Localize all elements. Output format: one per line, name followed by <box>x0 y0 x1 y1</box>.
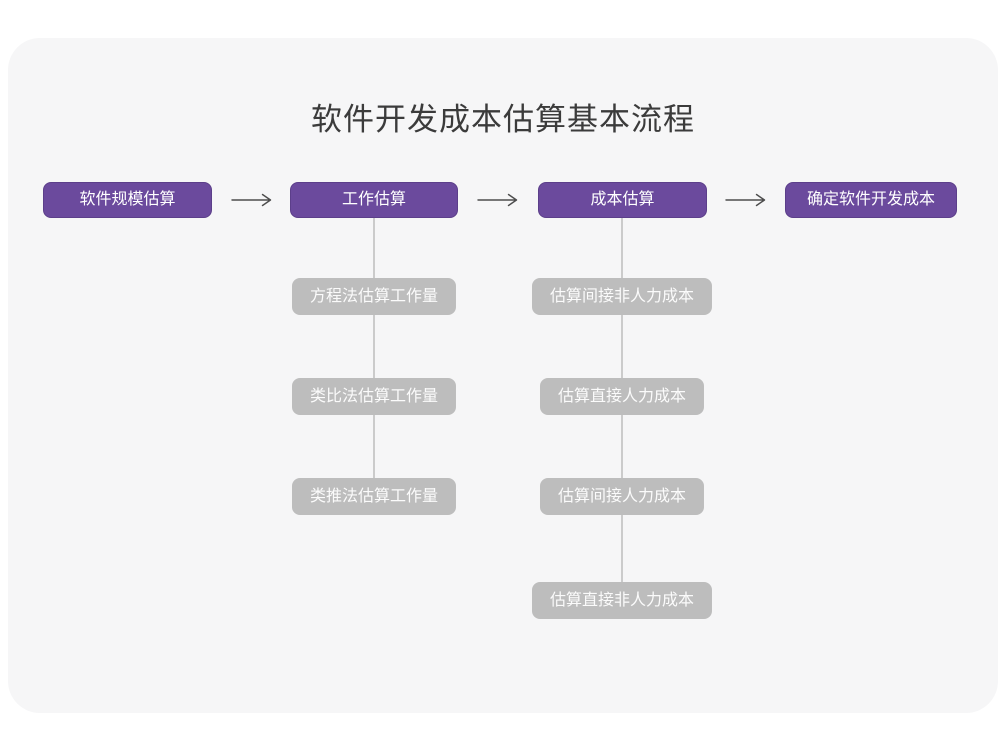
substep-node-extrapolation-method: 类推法估算工作量 <box>291 478 457 515</box>
stage-node-determine-software-dev-cost: 确定软件开发成本 <box>785 182 957 218</box>
substep-node-indirect-labor-cost: 估算间接人力成本 <box>539 478 705 515</box>
substep-node-analogy-method: 类比法估算工作量 <box>291 378 457 415</box>
flowchart-card: 软件开发成本估算基本流程 软件规模估算 工作估算 成本估算 确定软件开发成本 方… <box>8 38 998 713</box>
substep-node-equation-method: 方程法估算工作量 <box>291 278 457 315</box>
flow-arrow-right-icon <box>231 193 272 207</box>
stage-node-software-scale-estimation: 软件规模估算 <box>43 182 212 218</box>
substep-node-direct-labor-cost: 估算直接人力成本 <box>539 378 705 415</box>
substep-node-indirect-nonlabor-cost: 估算间接非人力成本 <box>531 278 713 315</box>
flow-arrow-right-icon <box>725 193 766 207</box>
stage-node-cost-estimation: 成本估算 <box>538 182 707 218</box>
flow-arrow-right-icon <box>477 193 518 207</box>
substep-node-direct-nonlabor-cost: 估算直接非人力成本 <box>531 582 713 619</box>
connector-line-work-estimation <box>373 218 375 478</box>
diagram-title: 软件开发成本估算基本流程 <box>311 102 695 137</box>
stage-node-work-estimation: 工作估算 <box>290 182 458 218</box>
